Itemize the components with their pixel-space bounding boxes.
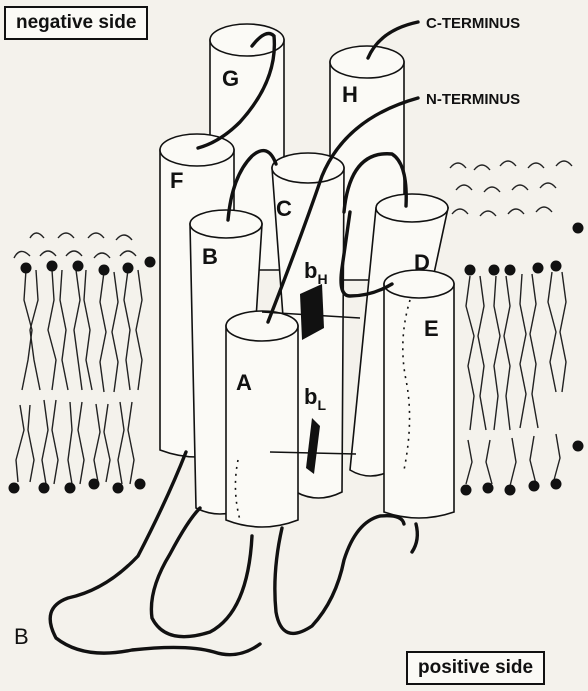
n-terminus-label: N-TERMINUS	[426, 91, 520, 108]
helix-label-d: D	[414, 250, 430, 275]
positive-side-label: positive side	[406, 651, 545, 685]
helix-label-b: B	[202, 244, 218, 269]
helix-label-a: A	[236, 370, 252, 395]
negative-side-label: negative side	[4, 6, 148, 40]
c-terminus-label: C-TERMINUS	[426, 15, 520, 32]
helix-a	[226, 311, 298, 527]
lipid-bilayer-right	[450, 161, 572, 486]
loop-a-e	[275, 516, 404, 634]
helix-label-g: G	[222, 66, 239, 91]
loop-a-b	[151, 508, 252, 637]
helix-label-h: H	[342, 82, 358, 107]
helix-label-f: F	[170, 168, 183, 193]
helix-e	[384, 270, 454, 518]
helix-label-e: E	[424, 316, 439, 341]
helix-label-c: C	[276, 196, 292, 221]
panel-label: B	[14, 624, 29, 649]
